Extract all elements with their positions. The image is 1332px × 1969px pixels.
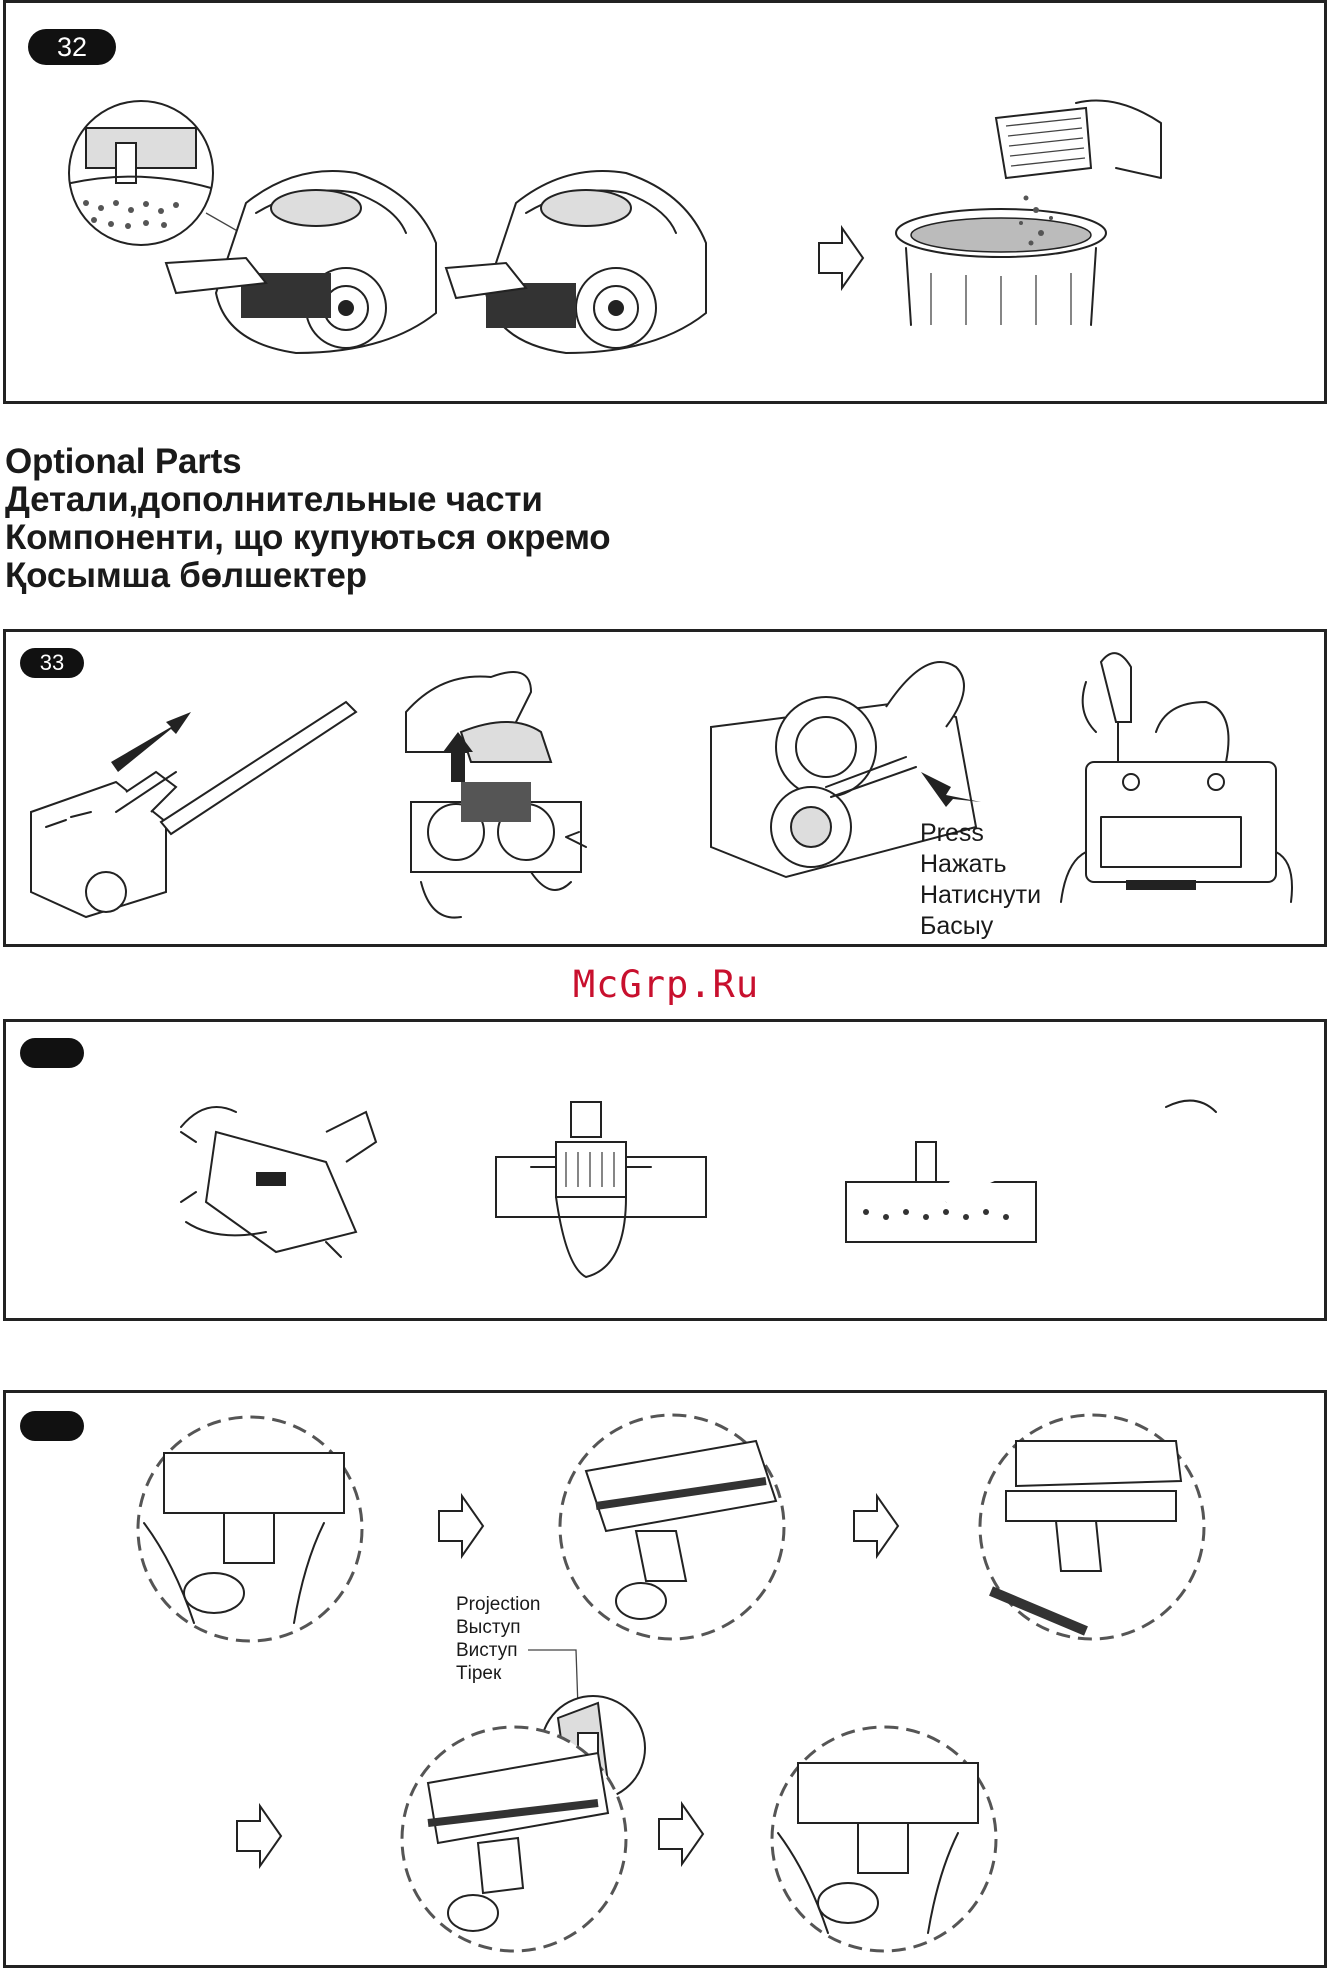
detail-circle-3-illustration [976,1411,1208,1643]
projection-label-ru: Выступ [456,1616,541,1639]
outline-right-arrow-icon [234,1803,284,1869]
vacuum-cleaner-1-illustration [186,163,456,363]
outline-right-arrow-icon [851,1493,901,1559]
step-34-panel [3,1019,1327,1321]
outline-right-arrow-icon [656,1801,706,1867]
hard-floor-brush-top-illustration [486,1087,716,1287]
vacuum-cleaner-2-illustration [456,163,726,363]
turbo-brush-and-pipe-illustration [26,662,366,932]
heading-russian: Детали,дополнительные части [5,481,610,519]
projection-label-en: Projection [456,1593,541,1616]
turbo-brush-removal-illustration [176,1092,396,1272]
detail-circle-5-illustration [768,1723,1000,1955]
heading-ukrainian: Компоненти, що купуються окремо [5,519,610,557]
step-badge [20,1038,84,1068]
press-callout: Press Нажать Натиснути Басыу [920,818,1041,942]
detail-circle-4-illustration [398,1723,630,1955]
detail-circle-1-illustration [134,1413,366,1645]
press-label-uk: Натиснути [920,880,1041,911]
press-label-kk: Басыу [920,911,1041,942]
step-32-panel: 32 [3,0,1327,404]
step-33-panel: 33 Press Нажать Натиснути Басыу [3,629,1327,947]
optional-parts-heading: Optional Parts Детали,дополнительные час… [5,443,610,595]
outline-right-arrow-icon [816,225,866,291]
outline-right-arrow-icon [436,1493,486,1559]
filter-icon [966,98,1166,258]
press-label-ru: Нажать [920,849,1041,880]
step-badge: 32 [28,29,116,65]
heading-english: Optional Parts [5,443,610,481]
heading-kazakh: Қосымша бөлшектер [5,557,610,595]
step-35-panel: Projection Выступ Виступ Тірек [3,1390,1327,1968]
screwdriver-illustration [1056,642,1306,902]
press-label-en: Press [920,818,1041,849]
watermark: McGrp.Ru [0,963,1332,1006]
opening-turbo-brush-illustration [401,652,611,922]
detail-circle-2-illustration [556,1411,788,1643]
step-badge [20,1411,84,1441]
brush-cleaning-illustration [836,1062,1226,1262]
